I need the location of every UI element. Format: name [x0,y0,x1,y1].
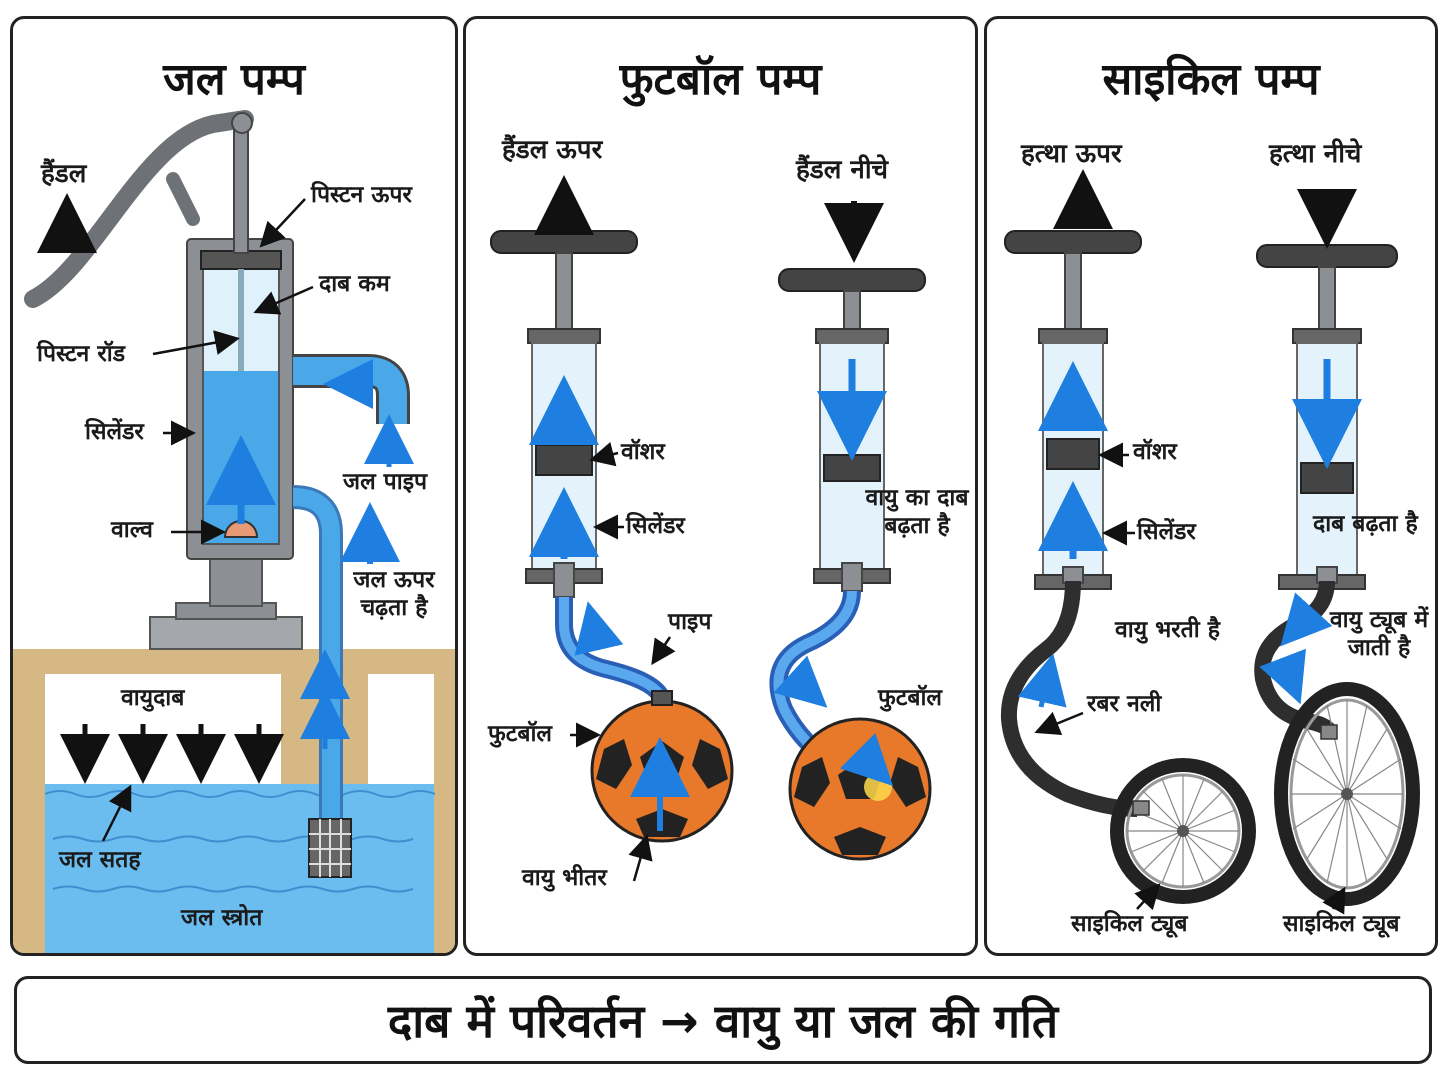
left-cycle-wheel [1110,758,1256,904]
label-air-inside: वायु भीतर [522,865,607,891]
label-water-rises: जल ऊपर चढ़ता है [353,567,435,621]
well-air-gap-right [368,674,434,784]
label-handle: हैंडल [41,159,87,189]
label-pressure-low: दाब कम [319,271,390,297]
label-air-fills: वायु भरती है [1115,617,1220,643]
label-air-pressure-rises: वायु का दाब बढ़ता है [865,485,969,539]
footer-banner: दाब में परिवर्तन → वायु या जल की गति [14,976,1432,1064]
label-water-source: जल स्त्रोत [181,905,263,931]
left-rubber-tube [1000,580,1138,817]
label-cylinder: सिलेंडर [85,419,144,445]
right-cycle-pump-handle [1256,244,1398,268]
cycle-pump-panel: साइकिल पम्प हत्था ऊपर हत्था नीचे वॉशर सि… [984,16,1438,956]
label-washer: वॉशर [1133,439,1177,465]
label-handle-down: हैंडल नीचे [796,155,889,185]
football-pump-illustration [490,175,932,882]
label-cylinder: सिलेंडर [626,513,685,539]
left-pump-handle [490,230,638,254]
label-pressure-rises: दाब बढ़ता है [1313,511,1418,537]
pump-handle [24,110,254,308]
left-cycle-pump-handle [1004,230,1142,254]
football-pump-title: फुटबॉल पम्प [619,54,822,105]
left-cycle-pump-washer [1046,438,1100,470]
label-cycle-tube-left: साइकिल ट्यूब [1071,911,1188,937]
label-air-pressure: वायुदाब [121,685,185,711]
label-cylinder: सिलेंडर [1137,519,1196,545]
right-pump-washer [823,454,881,482]
right-cycle-pump-washer [1300,462,1354,494]
left-pump-washer [535,444,593,476]
label-football-right: फुटबॉल [878,685,943,711]
water-pump-panel: जल पम्प हैंडल पिस्टन ऊपर दाब कम पिस्टन र… [10,16,458,956]
piston-rod [233,126,249,254]
label-piston-up: पिस्टन ऊपर [311,182,412,208]
label-handle-up: हत्था ऊपर [1021,139,1122,169]
label-piston-rod: पिस्टन रॉड [37,341,126,367]
water-pump-title: जल पम्प [163,54,305,105]
right-pump-handle [778,268,926,292]
label-water-pipe: जल पाइप [343,469,428,495]
label-cycle-tube-right: साइकिल ट्यूब [1283,911,1400,937]
label-rubber-tube: रबर नली [1087,691,1162,717]
right-cycle-wheel [1274,682,1420,906]
label-valve: वाल्व [111,517,153,543]
cycle-pump-illustration [1000,169,1420,915]
label-football-left: फुटबॉल [488,721,553,747]
right-rubber-tube [1254,580,1337,736]
pump-base [149,616,303,650]
label-handle-down: हत्था नीचे [1269,139,1362,169]
label-air-into-tube: वायु ट्यूब में जाती है [1329,607,1429,661]
label-water-surface: जल सतह [59,847,141,873]
cycle-pump-title: साइकिल पम्प [1102,54,1320,105]
water-pump-illustration [13,110,455,953]
label-pipe: पाइप [668,609,712,635]
football-pump-panel: फुटबॉल पम्प हैंडल ऊपर हैंडल नीचे वॉशर सि… [463,16,978,956]
label-handle-up: हैंडल ऊपर [502,135,603,165]
label-washer: वॉशर [621,439,665,465]
